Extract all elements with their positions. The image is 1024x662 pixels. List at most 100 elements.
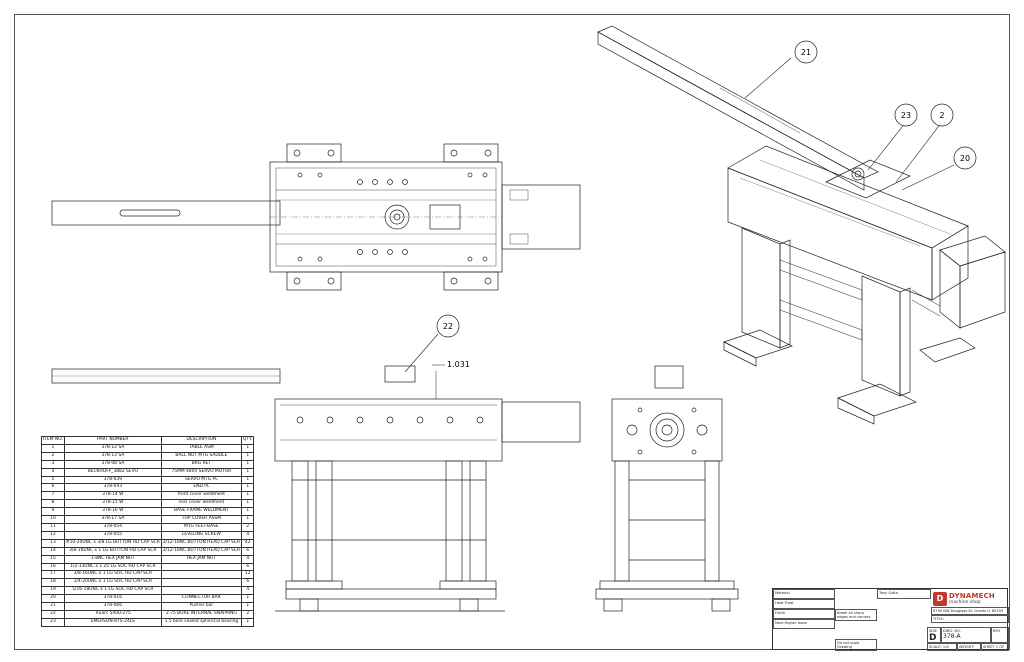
balloon-22-circle	[436, 314, 460, 338]
bom-cell: #10-24UNC x 3/8 LG BUTTON HD CAP SCR	[63, 538, 162, 548]
dimension-label: 1.031	[447, 360, 470, 369]
bom-cell: 4	[241, 586, 255, 596]
drawn-by: Tony Sutto	[877, 589, 931, 599]
size-label: SIZE	[929, 629, 938, 633]
bom-cell: 378-16 W	[63, 507, 162, 517]
bom-cell: 378-13 SA	[63, 451, 162, 461]
bom-cell: 13	[41, 538, 65, 548]
bom-cell: BRG RET	[160, 459, 243, 469]
bom-cell: 378-08 SA	[63, 459, 162, 469]
heat-treat-label: Heat Treat	[773, 599, 835, 609]
bom-cell: SERVO MTG PL	[160, 475, 243, 485]
isometric-view	[597, 25, 1006, 425]
break-edges-note: Break all sharp edges and corners	[835, 609, 877, 621]
bom-cell: 1	[241, 467, 255, 477]
bom-cell: 6	[241, 546, 255, 556]
bom-cell: 1	[241, 507, 255, 517]
bom-cell: 15	[41, 554, 65, 564]
title-block: Material Heat Treat Finish Next Higher A…	[772, 588, 1009, 651]
balloon-leaders	[404, 57, 955, 373]
bom-cell: 378-12 SA	[63, 443, 162, 453]
dwg-no-cell: DWG. NO. 378-A	[941, 627, 991, 643]
bom-cell: 3	[41, 459, 65, 469]
bom-cell: Truarc 5000-275	[63, 609, 162, 619]
bom-header-row: ITEM NO. PART NUMBER DESCRIPTION QTY.	[41, 436, 255, 445]
bom-cell: 4	[41, 467, 65, 477]
bom-cell: 4	[241, 530, 255, 540]
bom-cell: BASE FRAME WELDMENT	[160, 507, 243, 517]
bom-cell: 9	[41, 507, 65, 517]
bom-cell	[160, 562, 243, 572]
bom-cell: 7	[41, 491, 65, 501]
bom-cell: 12	[241, 570, 255, 580]
title-label: TITLE:	[931, 615, 1009, 623]
bom-cell: 3/12-18NC BUTTON HEAD CAP SCR	[160, 546, 243, 556]
bom-cell: 21	[41, 602, 65, 611]
bom-cell: 3/8-16UNC x 1 LG BUTTON HD CAP SCR	[63, 546, 162, 556]
company-name: DYNAMECH	[949, 592, 995, 600]
company-address: 6794 NW Douglass St. Grants IL 60193	[931, 607, 1009, 615]
next-assy-label: Next Higher Assm	[773, 619, 835, 629]
bom-cell: 378-043	[63, 483, 162, 493]
bom-cell: BALL NUT MTG SADDLE	[160, 451, 243, 461]
balloon-21: 21	[801, 48, 811, 57]
rev-label: REV	[991, 627, 1009, 643]
size-cell: SIZE D	[927, 627, 941, 643]
bom-cell: 2	[41, 451, 65, 461]
bom-cell: 378-066	[63, 602, 162, 611]
bom-cell: 5/16-18UNC x 1 LG SOC HD CAP SCR	[63, 586, 162, 596]
bom-cell: 6	[241, 578, 255, 588]
bom-cell: 3/8-16UNC x 1 LG SOC HD CAP SCR	[63, 570, 162, 580]
bom-cell: 1	[241, 617, 255, 627]
bom-cell: 1	[241, 451, 255, 461]
bom-cell: BECKHOFF_3882 SEVO	[63, 467, 162, 477]
bom-cell: MTG FEET-BASE	[160, 522, 243, 532]
top-view	[51, 143, 581, 291]
bom-header: QTY.	[241, 436, 255, 445]
scale: SCALE: 1:8	[927, 643, 957, 651]
bom-cell: 18	[41, 578, 65, 588]
size-value: D	[929, 633, 937, 643]
bom-cell: 42	[241, 538, 255, 548]
bom-cell: 14	[41, 546, 65, 556]
drawing-border	[14, 14, 1010, 650]
balloon-20: 20	[960, 154, 970, 163]
balloon-23-circle	[894, 103, 918, 127]
bom-cell: TABLE ASM	[160, 443, 243, 453]
bom-cell: 1	[241, 475, 255, 485]
front-view	[51, 364, 581, 612]
bom-cell: 1	[241, 483, 255, 493]
bom-header: PART NUMBER	[63, 436, 162, 445]
bom-cell: 1	[41, 443, 65, 453]
bom-cell: rear cover weldment	[160, 499, 243, 509]
balloon-22: 22	[443, 322, 453, 331]
bom-cell: 378-14 W	[63, 491, 162, 501]
bom-cell: END PL	[160, 483, 243, 493]
bom-cell: 1/2-13UNC x 1.25 LG SOC HD CAP SCR	[63, 562, 162, 572]
balloon-2: 2	[939, 111, 944, 120]
bom-cell: 19	[41, 586, 65, 596]
bom-cell: 6	[41, 483, 65, 493]
bom-cell: HEX JAM NUT	[160, 554, 243, 564]
bom-cell: 1	[241, 443, 255, 453]
bom-cell: front cover weldment	[160, 491, 243, 501]
bom-cell: 1	[241, 459, 255, 469]
dwg-no-label: DWG. NO.	[943, 629, 961, 633]
side-view	[595, 365, 739, 612]
